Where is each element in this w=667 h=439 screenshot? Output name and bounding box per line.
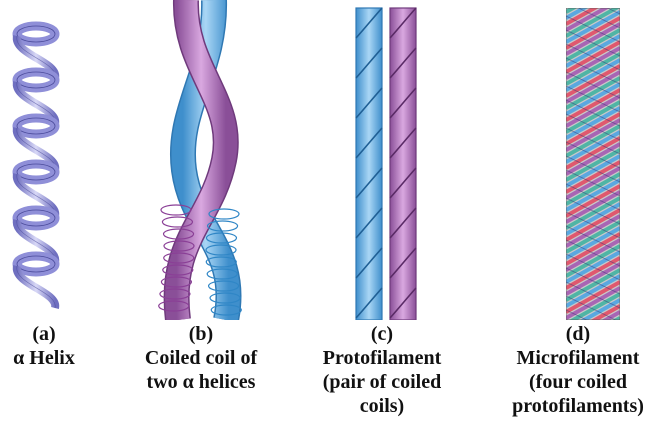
panel-c-letter: (c)	[310, 322, 454, 346]
panel-a-caption: (a) α Helix	[2, 322, 86, 370]
alpha-helix-ribbon	[17, 26, 55, 308]
panel-b-letter: (b)	[124, 322, 278, 346]
panel-d-line-1: Microfilament	[490, 346, 666, 370]
microfilament-strand	[566, 0, 620, 6]
panel-b-line-1: Coiled coil of	[124, 346, 278, 370]
panel-c-line-1: Protofilament	[310, 346, 454, 370]
panel-c-caption: (c) Protofilament (pair of coiled coils)	[310, 322, 454, 418]
panel-c-line-3: coils)	[310, 394, 454, 418]
microfilament-drawing	[566, 0, 620, 320]
panel-d-caption: (d) Microfilament (four coiled protofila…	[490, 322, 666, 418]
panel-a-title: α Helix	[2, 346, 86, 370]
panel-d-line-2: (four coiled	[490, 370, 666, 394]
panel-d-letter: (d)	[490, 322, 666, 346]
coiled-coil-drawing	[159, 0, 242, 320]
panel-b-line-2: two α helices	[124, 370, 278, 394]
panel-b-caption: (b) Coiled coil of two α helices	[124, 322, 278, 394]
panel-c-line-2: (pair of coiled	[310, 370, 454, 394]
protofilament-drawing	[356, 8, 416, 320]
filament-illustration	[0, 0, 667, 320]
panel-d-line-3: protofilaments)	[490, 394, 666, 418]
panel-a-letter: (a)	[2, 322, 86, 346]
